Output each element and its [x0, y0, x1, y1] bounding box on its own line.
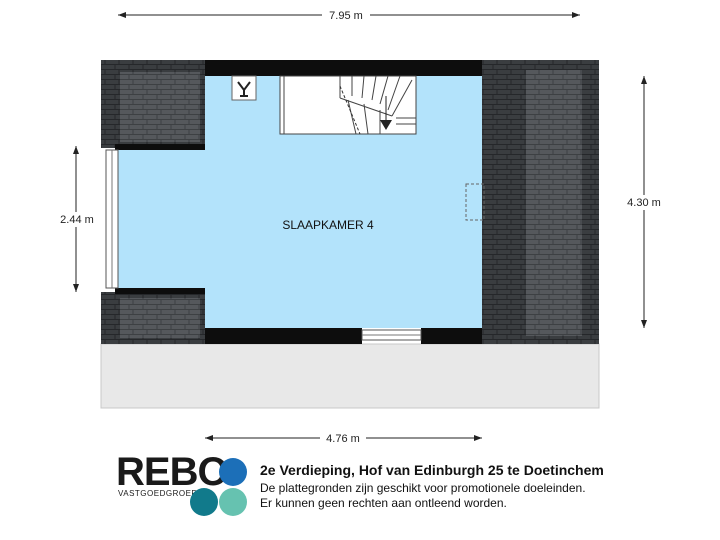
staircase [279, 75, 417, 135]
wall-top [205, 60, 482, 76]
logo-dot-blue [219, 458, 247, 486]
dimension-bottom-label: 4.76 m [326, 433, 360, 445]
footer-info: 2e Verdieping, Hof van Edinburgh 25 te D… [260, 462, 604, 511]
roof-left-inner [120, 72, 200, 142]
footer-title: 2e Verdieping, Hof van Edinburgh 25 te D… [260, 462, 604, 478]
logo-dot-mint [219, 488, 247, 516]
footer-disclaimer-1: De plattegronden zijn geschikt voor prom… [260, 481, 586, 495]
logo-subtitle: VASTGOEDGROEP [118, 489, 198, 498]
wall-bottom-left [205, 328, 362, 344]
footer-disclaimer-2: Er kunnen geen rechten aan ontleend word… [260, 496, 507, 510]
wall-left-lower [115, 288, 205, 294]
roof-window-dashed [465, 183, 485, 221]
logo-dot-teal [190, 488, 218, 516]
facade-strip [100, 343, 600, 409]
room-label: SLAAPKAMER 4 [282, 218, 374, 232]
wall-left-upper [115, 144, 205, 150]
boiler-symbol [231, 75, 257, 101]
roof-left-lower-inner [120, 298, 200, 338]
wall-bottom-right [421, 328, 482, 344]
dimension-top-label: 7.95 m [329, 10, 363, 22]
logo-wordmark: REBO [116, 450, 229, 494]
roof-right-inner [526, 70, 582, 336]
dimension-right-label: 4.30 m [627, 197, 661, 209]
dimension-left-label: 2.44 m [60, 214, 94, 226]
